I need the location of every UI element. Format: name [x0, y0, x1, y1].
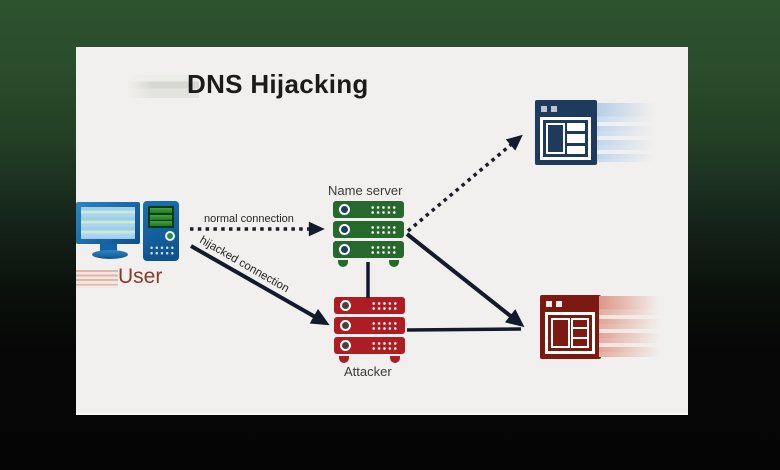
- server-dots-icon: [370, 204, 397, 215]
- name-server-icon: [333, 201, 404, 267]
- server-dots-icon: [371, 320, 398, 331]
- monitor-stand: [100, 244, 117, 252]
- drive-bays: [148, 206, 174, 228]
- server-dots-icon: [371, 340, 398, 351]
- fake-site-faded-preview: [599, 296, 661, 357]
- browser-content: [540, 117, 591, 160]
- server-dots-icon: [370, 224, 397, 235]
- monitor-screen: [81, 207, 135, 239]
- fake-site-browser-icon: [540, 295, 601, 359]
- window-button-icon: [546, 301, 552, 307]
- power-button-icon: [165, 231, 175, 241]
- diagram-panel: DNS Hijacking User normal connection hij…: [76, 47, 688, 415]
- vent-grille: [149, 245, 175, 256]
- computer-tower-icon: [143, 201, 179, 261]
- monitor-stand-base: [92, 250, 128, 259]
- attacker-label: Attacker: [344, 364, 392, 379]
- window-button-icon: [551, 106, 557, 112]
- server-feet: [334, 356, 405, 363]
- server-dots-icon: [371, 300, 398, 311]
- server-dots-icon: [370, 244, 397, 255]
- name-server-label: Name server: [328, 183, 403, 198]
- browser-left-pane: [546, 123, 565, 154]
- server-led-icon: [340, 320, 351, 331]
- attacker-server-icon: [334, 297, 405, 363]
- user-watermark-smear: [76, 270, 118, 288]
- server-led-icon: [340, 300, 351, 311]
- legitimate-site-browser-icon: [535, 100, 597, 165]
- server-led-icon: [340, 340, 351, 351]
- server-feet: [333, 260, 404, 267]
- browser-left-pane: [551, 318, 570, 348]
- window-button-icon: [556, 301, 562, 307]
- normal-connection-label: normal connection: [204, 213, 294, 225]
- legitimate-site-faded-preview: [597, 103, 655, 162]
- server-led-icon: [339, 204, 350, 215]
- browser-content: [545, 312, 595, 354]
- server-led-icon: [339, 224, 350, 235]
- user-label: User: [118, 265, 163, 288]
- watermark-smear: [127, 75, 199, 98]
- browser-text-lines: [571, 318, 589, 348]
- server-led-icon: [339, 244, 350, 255]
- browser-text-lines: [567, 123, 585, 154]
- desktop-monitor-icon: [76, 202, 140, 244]
- hijacked-connection-label: hijacked connection: [197, 234, 291, 296]
- window-button-icon: [541, 106, 547, 112]
- page-title: DNS Hijacking: [187, 69, 369, 99]
